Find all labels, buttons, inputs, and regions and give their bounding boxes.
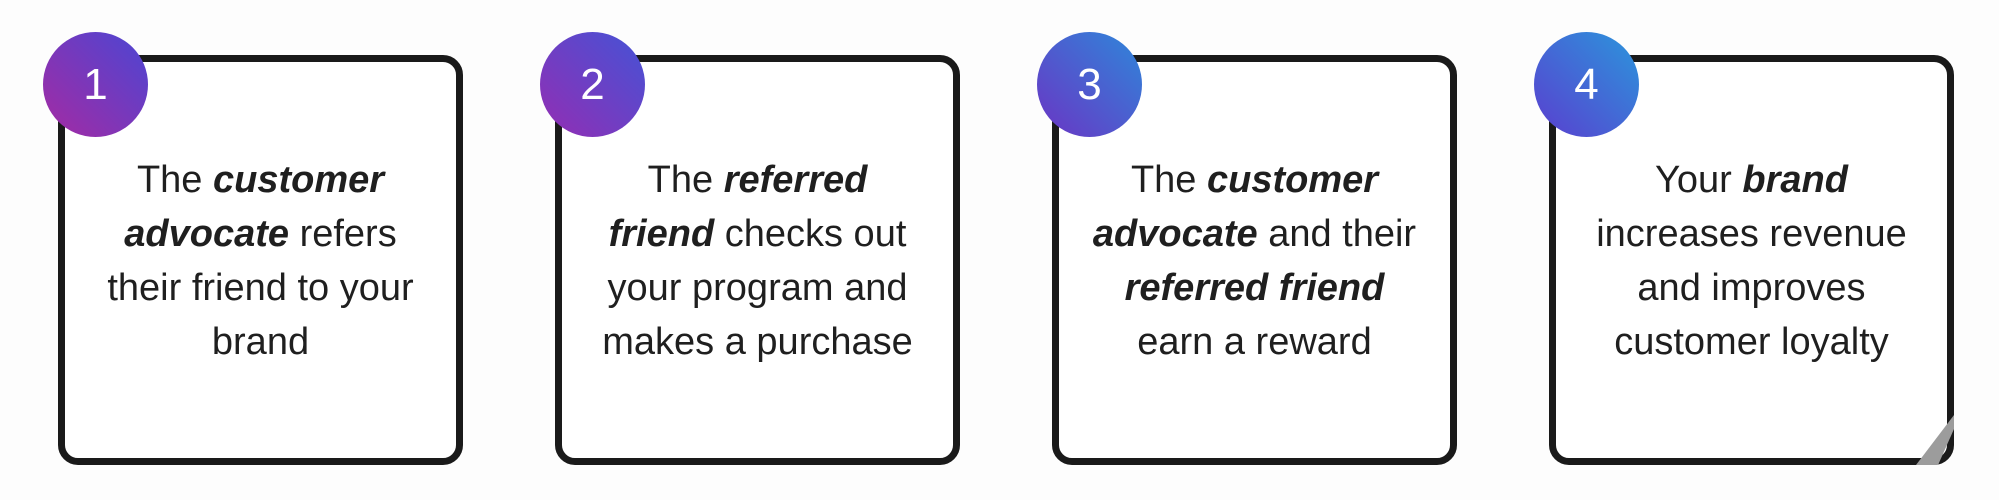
step-description-line: advocate refers <box>124 213 397 255</box>
step-number: 2 <box>580 59 605 109</box>
steps-row: 1 The customer advocate refers their frien… <box>43 32 1954 465</box>
step-description-line: advocate and their <box>1092 213 1417 255</box>
step-description-line: Your brand <box>1655 159 1848 201</box>
step-description: The referred friend checks out your progra… <box>590 153 925 369</box>
step-description-line: and improves <box>1637 267 1866 309</box>
step-description-line: The customer <box>1130 159 1379 201</box>
step-card-1: 1 The customer advocate refers their frien… <box>43 32 463 465</box>
step-description: The customer advocate and their referred f… <box>1081 153 1428 369</box>
step-description-line: your program and <box>607 267 908 309</box>
step-description-line: their friend to your <box>107 267 414 309</box>
step-description-line: increases revenue <box>1596 213 1907 255</box>
step-card-3: 3 The customer advocate and their referred… <box>1037 32 1457 465</box>
step-description-line: customer loyalty <box>1614 321 1889 363</box>
step-number: 4 <box>1574 59 1599 109</box>
step-number-badge: 1 <box>43 32 148 137</box>
step-description-line: The referred <box>647 159 868 201</box>
step-number-badge: 3 <box>1037 32 1142 137</box>
step-number-badge: 4 <box>1534 32 1639 137</box>
step-description: Your brand increases revenue and improves c… <box>1584 153 1919 369</box>
step-number-badge: 2 <box>540 32 645 137</box>
step-description-line: referred friend <box>1124 267 1385 309</box>
step-card-4: 4 Your brand increases revenue and improve… <box>1534 32 1954 465</box>
step-card-2: 2 The referred friend checks out your prog… <box>540 32 960 465</box>
step-description-line: earn a reward <box>1137 321 1372 363</box>
step-description-line: The customer <box>136 159 385 201</box>
step-description-line: makes a purchase <box>602 321 913 363</box>
step-number: 1 <box>83 59 108 109</box>
watermark-artifact <box>1916 415 1954 465</box>
step-number: 3 <box>1077 59 1102 109</box>
step-description-line: brand <box>211 321 310 363</box>
step-description-line: friend checks out <box>608 213 907 255</box>
step-description: The customer advocate refers their friend … <box>95 153 425 369</box>
